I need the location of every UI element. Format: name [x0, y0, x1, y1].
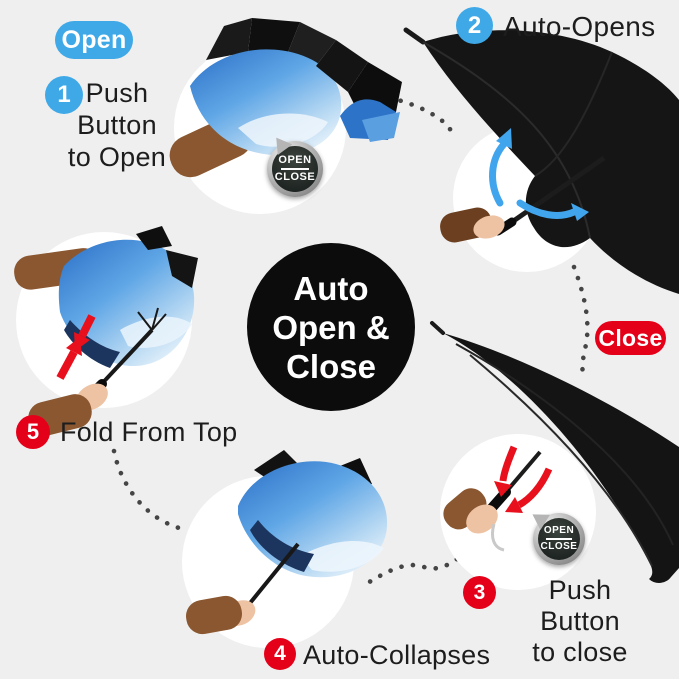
- open-close-button-top-label: OPEN: [278, 154, 312, 166]
- open-close-button-face: OPEN CLOSE: [537, 517, 581, 561]
- step-4-label: Auto-Collapses: [303, 640, 491, 670]
- red-arrow-down-icon: [494, 445, 518, 497]
- step-5-number: 5: [16, 415, 50, 449]
- step-2-number: 2: [456, 7, 493, 44]
- step-1-line-1: Push: [85, 78, 149, 108]
- open-close-button: OPEN CLOSE: [520, 502, 585, 565]
- blue-curved-arrow-up-icon: [489, 128, 512, 207]
- step-3-label: Push Button to close: [505, 575, 655, 668]
- step-1-label: Push Button to Open: [58, 77, 176, 173]
- step-2-label: Auto-Opens: [503, 11, 656, 42]
- trail-step5-to-step4: [111, 448, 182, 531]
- open-close-button: OPEN CLOSE: [263, 125, 323, 197]
- open-section-badge: Open: [55, 21, 133, 59]
- trail-step3-to-step4: [363, 549, 469, 587]
- dotted-flow-trails: [111, 89, 590, 587]
- hand: [473, 215, 505, 239]
- step-4-number: 4: [264, 638, 296, 670]
- red-curved-arrow-left-icon: [505, 467, 553, 513]
- step-1-line-3: to Open: [67, 142, 167, 172]
- photo-open-umbrella: [403, 27, 679, 295]
- open-close-divider: [545, 538, 573, 540]
- open-close-button-top-label: OPEN: [543, 525, 575, 536]
- open-close-button-face: OPEN CLOSE: [272, 146, 318, 192]
- photo-closed-umbrella: [430, 321, 679, 590]
- step-3-number: 3: [463, 576, 496, 609]
- wrist-strap: [490, 523, 505, 552]
- closed-canopy: [443, 333, 679, 583]
- center-line-2: Open &: [272, 308, 390, 346]
- auto-open-close-badge: Auto Open & Close: [247, 243, 415, 411]
- step-3-line-1: Push Button: [540, 575, 620, 636]
- step-3-line-2: to close: [532, 637, 628, 667]
- step-5-label: Fold From Top: [60, 417, 238, 447]
- red-arrow-down-icon: [74, 314, 96, 351]
- center-line-3: Close: [286, 347, 376, 385]
- hand: [466, 504, 498, 534]
- center-line-1: Auto: [293, 269, 369, 307]
- blue-curved-arrow-right-icon: [516, 199, 589, 221]
- open-close-button-bottom-label: CLOSE: [540, 541, 578, 552]
- photo-auto-collapses: [182, 450, 388, 648]
- photo-fold-from-top: [14, 226, 198, 436]
- step-1-line-2: Button: [77, 110, 157, 140]
- photo-folded-umbrella-open: [169, 18, 402, 214]
- open-close-divider: [280, 168, 310, 170]
- close-section-badge: Close: [595, 321, 666, 355]
- open-close-button-bottom-label: CLOSE: [274, 171, 316, 183]
- arm-sleeve: [186, 595, 242, 635]
- trail-step2-to-step3: [571, 264, 590, 382]
- step-1-number: 1: [45, 76, 83, 114]
